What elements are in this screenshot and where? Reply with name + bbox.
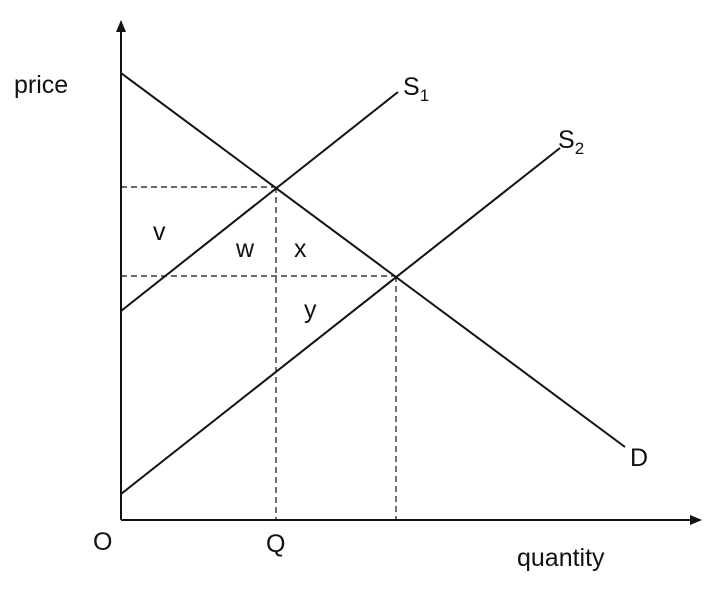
s1-label: S1 <box>403 73 429 105</box>
q-tick-label: Q <box>266 530 285 558</box>
area-x-label: x <box>294 235 307 263</box>
area-w-label: w <box>235 235 255 263</box>
s2-label: S2 <box>558 126 584 158</box>
supply-curve-1 <box>120 91 399 312</box>
price-axis-label: price <box>14 71 68 99</box>
d-label: D <box>630 444 648 472</box>
supply-curve-2 <box>120 147 561 495</box>
area-y-label: y <box>304 296 317 324</box>
quantity-axis-label: quantity <box>517 544 605 572</box>
origin-label: O <box>93 528 112 556</box>
area-v-label: v <box>153 218 166 246</box>
demand-curve <box>120 72 626 448</box>
